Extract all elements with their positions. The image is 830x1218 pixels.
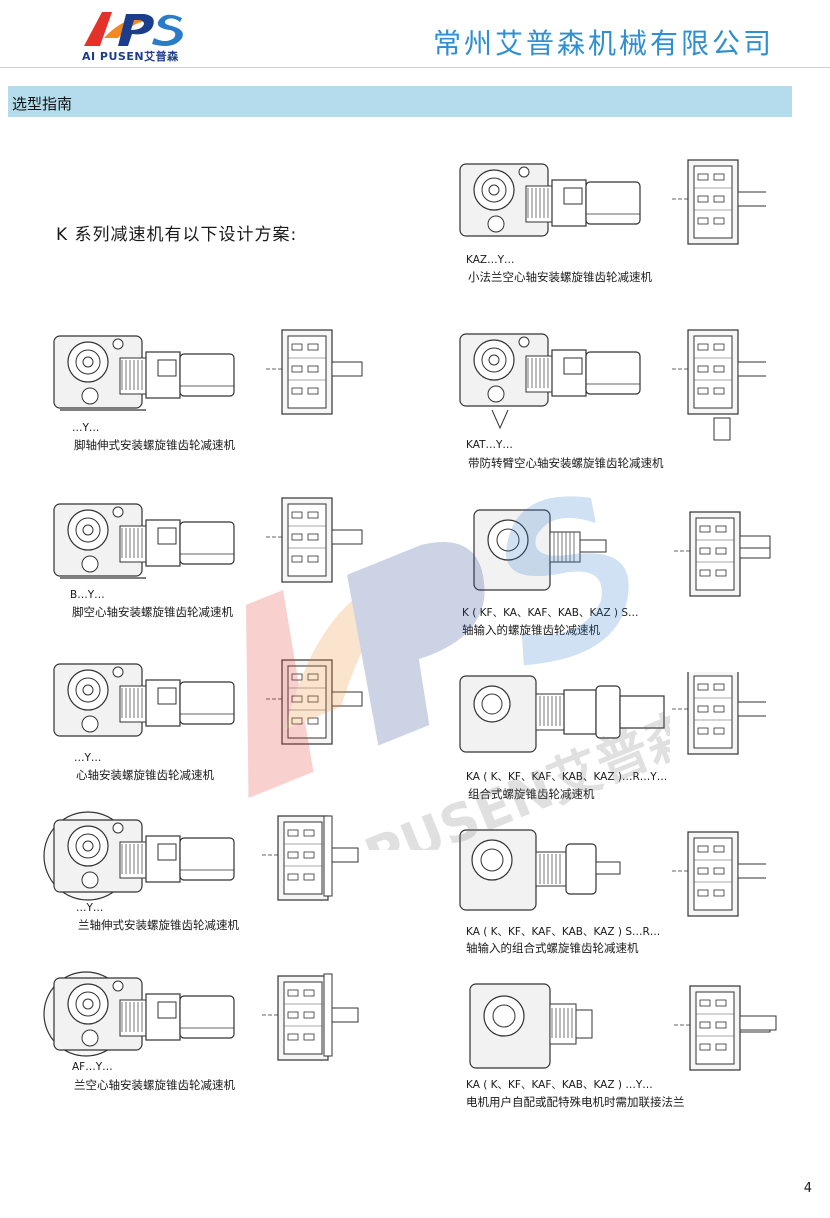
- drawing-foot-mounted-solid-shaft: [50, 324, 380, 420]
- item-description: 兰轴伸式安装螺旋锥齿轮减速机: [78, 918, 239, 932]
- drawing-shaft-mounted: [50, 656, 380, 746]
- logo-text: AI PUSEN艾普森: [82, 50, 179, 63]
- item-code: …Y…: [76, 902, 104, 914]
- item-code: KA ( K、KF、KAF、KAB、KAZ )…R…Y…: [466, 771, 668, 783]
- item-description: 小法兰空心轴安装螺旋锥齿轮减速机: [468, 270, 652, 284]
- item-code: …Y…: [74, 752, 102, 764]
- item-description: 轴输入的组合式螺旋锥齿轮减速机: [466, 941, 639, 955]
- item-code: AF…Y…: [72, 1061, 113, 1073]
- item-description: 组合式螺旋锥齿轮减速机: [468, 787, 595, 801]
- item-description: 带防转臂空心轴安装螺旋锥齿轮减速机: [468, 456, 664, 470]
- company-logo: AI PUSEN艾普森: [70, 8, 220, 66]
- drawing-flange-mounted-hollow-shaft: [40, 970, 376, 1062]
- drawing-torque-arm-hollow-shaft: [456, 326, 766, 446]
- page-number: 4: [803, 1181, 812, 1196]
- item-description: 兰空心轴安装螺旋锥齿轮减速机: [74, 1078, 235, 1092]
- drawing-small-flange-hollow-shaft: [456, 154, 766, 250]
- drawing-coupling-flange: [466, 980, 786, 1080]
- section-bar: [8, 86, 792, 117]
- intro-heading: K 系列减速机有以下设计方案:: [56, 225, 298, 245]
- item-description: 电机用户自配或配特殊电机时需加联接法兰: [466, 1095, 685, 1109]
- item-code: KA ( K、KF、KAF、KAB、KAZ ) S…R…: [466, 926, 661, 938]
- section-title: 选型指南: [12, 95, 73, 113]
- drawing-shaft-input: [470, 506, 780, 602]
- item-code: …Y…: [72, 422, 100, 434]
- item-code: KAZ…Y…: [466, 254, 515, 266]
- header-divider: [0, 67, 830, 68]
- item-code: KA ( K、KF、KAF、KAB、KAZ ) …Y…: [466, 1079, 653, 1091]
- company-name: 常州艾普森机械有限公司: [432, 27, 774, 60]
- drawing-shaft-input-combined: [456, 826, 766, 922]
- item-code: B…Y…: [70, 589, 105, 601]
- drawing-foot-mounted-hollow-shaft: [50, 492, 380, 588]
- drawing-combined-reducer: [456, 672, 766, 756]
- item-description: 脚空心轴安装螺旋锥齿轮减速机: [72, 605, 233, 619]
- aps-logo-icon: [84, 12, 183, 47]
- item-description: 脚轴伸式安装螺旋锥齿轮减速机: [74, 438, 235, 452]
- item-description: 轴输入的螺旋锥齿轮减速机: [462, 623, 600, 637]
- item-description: 心轴安装螺旋锥齿轮减速机: [76, 768, 214, 782]
- item-code: K ( KF、KA、KAF、KAB、KAZ ) S…: [462, 607, 639, 619]
- item-code: KAT…Y…: [466, 439, 513, 451]
- drawing-flange-mounted-solid-shaft: [36, 808, 376, 904]
